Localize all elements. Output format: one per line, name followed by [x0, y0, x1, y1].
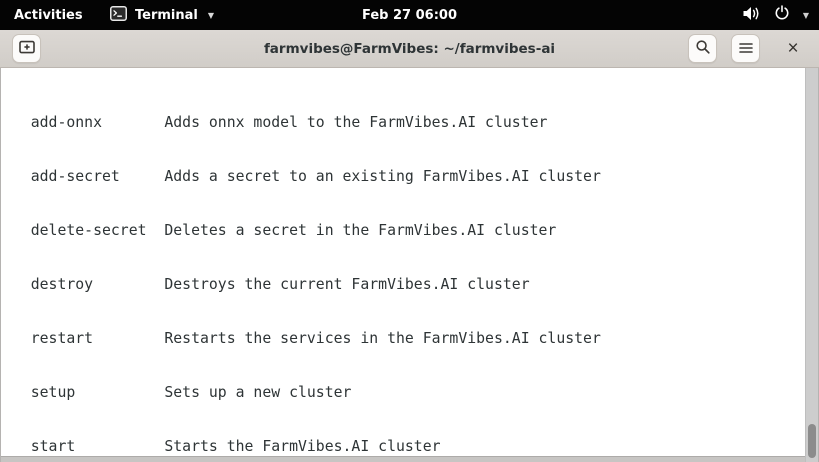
help-line: delete-secret Deletes a secret in the Fa… [4, 222, 557, 239]
terminal-scrollbar[interactable] [805, 68, 818, 462]
help-line: add-secret Adds a secret to an existing … [4, 168, 601, 185]
clock[interactable]: Feb 27 06:00 [362, 7, 457, 23]
caret-down-icon: ▼ [802, 10, 809, 20]
close-button[interactable]: × [780, 34, 806, 63]
terminal-output[interactable]: add-onnx Adds onnx model to the FarmVibe… [1, 68, 818, 456]
chevron-down-icon: ▼ [207, 10, 215, 20]
new-tab-button[interactable] [12, 34, 41, 63]
hamburger-menu-icon [738, 40, 753, 58]
help-line: restart Restarts the services in the Far… [4, 330, 601, 347]
menu-button[interactable] [731, 34, 760, 63]
terminal-app-icon [110, 5, 127, 25]
search-button[interactable] [688, 34, 717, 63]
scrollbar-thumb[interactable] [808, 424, 816, 458]
search-icon [695, 39, 711, 59]
window-bottom-edge [1, 456, 805, 462]
app-menu-terminal[interactable]: Terminal ▼ [110, 5, 215, 25]
new-tab-icon [18, 39, 35, 59]
close-icon: × [787, 37, 799, 59]
gnome-top-bar: Activities Terminal ▼ Feb 27 06:00 [0, 0, 819, 30]
power-icon [774, 5, 790, 25]
volume-icon [743, 6, 761, 25]
activities-button[interactable]: Activities [14, 7, 83, 23]
terminal-title-bar[interactable]: farmvibes@FarmVibes: ~/farmvibes-ai × [0, 30, 819, 68]
system-status-area[interactable]: ▼ [743, 5, 809, 25]
help-line: add-onnx Adds onnx model to the FarmVibe… [4, 114, 548, 131]
help-line: start Starts the FarmVibes.AI cluster [4, 438, 441, 455]
terminal-window-body[interactable]: add-onnx Adds onnx model to the FarmVibe… [0, 68, 819, 462]
help-line: setup Sets up a new cluster [4, 384, 352, 401]
window-title: farmvibes@FarmVibes: ~/farmvibes-ai [263, 40, 556, 57]
app-menu-label: Terminal [135, 7, 198, 23]
help-line: destroy Destroys the current FarmVibes.A… [4, 276, 530, 293]
